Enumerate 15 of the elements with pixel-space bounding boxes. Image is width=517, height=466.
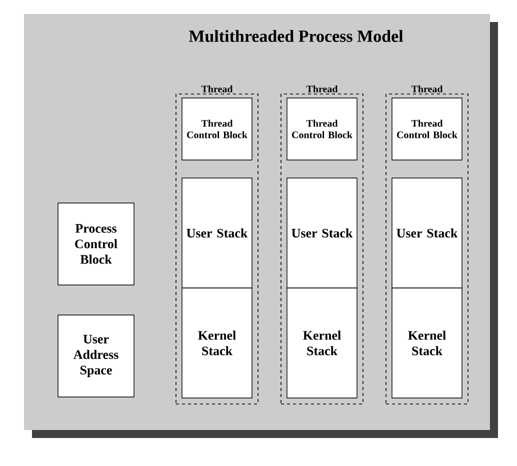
node-label: Thread <box>306 85 338 92</box>
block-box: Thread Control Block <box>286 98 358 160</box>
block-box: User Stack <box>286 178 358 288</box>
block-box: User Stack <box>392 178 462 288</box>
block-box: Kernel Stack <box>286 288 358 398</box>
block-box: Kernel Stack <box>182 288 252 398</box>
node-label: Thread <box>201 85 233 92</box>
block-box: Kernel Stack <box>392 288 462 398</box>
process-box: Process Control Block <box>58 202 134 286</box>
block-box: Thread Control Block <box>392 98 462 160</box>
process-box: User Address Space <box>58 314 134 398</box>
node-label: Thread <box>411 85 443 92</box>
block-box: Thread Control Block <box>182 98 252 160</box>
title: Multithreaded Process Model <box>188 30 404 42</box>
block-box: User Stack <box>182 178 252 288</box>
